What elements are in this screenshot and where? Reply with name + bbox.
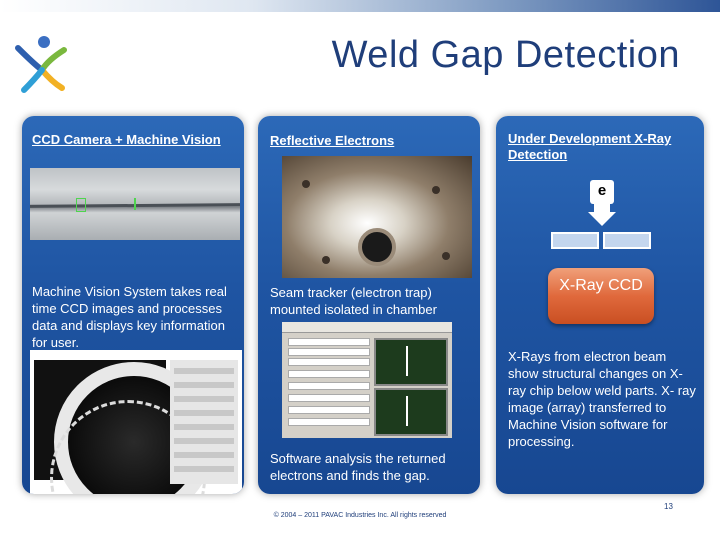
panel-xray-detection: Under Development X-Ray Detection X-Rays…: [496, 116, 704, 494]
weld-seam-image: [30, 168, 240, 240]
electron-emitter-label: e: [590, 180, 614, 204]
company-logo: [15, 36, 67, 93]
panel-description: X-Rays from electron beam show structura…: [508, 349, 696, 449]
page-number: 13: [664, 502, 673, 511]
panel-title: Reflective Electrons: [270, 133, 395, 148]
down-arrow-head-icon: [588, 212, 616, 226]
panel-title: CCD Camera + Machine Vision: [32, 132, 221, 147]
down-arrow-icon: [594, 203, 610, 213]
panel-ccd-camera: CCD Camera + Machine Vision Machine Visi…: [22, 116, 244, 494]
xray-chip-left: [551, 232, 599, 249]
chamber-photo: [282, 156, 472, 278]
xray-ccd-box: X-Ray CCD: [548, 268, 654, 324]
xray-ccd-label: X-Ray CCD: [559, 277, 643, 294]
top-gradient-bar: [0, 0, 720, 12]
panel-description-bottom: Software analysis the returned electrons…: [270, 451, 446, 483]
panel-title: Under Development X-Ray Detection: [508, 131, 672, 162]
copyright-footer: © 2004 – 2011 PAVAC Industries Inc. All …: [273, 512, 447, 519]
panel-description-top: Seam tracker (electron trap) mounted iso…: [270, 285, 437, 317]
panel-reflective-electrons: Reflective Electrons Seam tracker (elect…: [258, 116, 480, 494]
software-analysis-screenshot: [282, 322, 452, 438]
xray-chip-right: [603, 232, 651, 249]
slide-title: Weld Gap Detection: [331, 34, 680, 76]
panel-description: Machine Vision System takes real time CC…: [32, 284, 227, 350]
machine-vision-screenshot: [30, 350, 242, 494]
